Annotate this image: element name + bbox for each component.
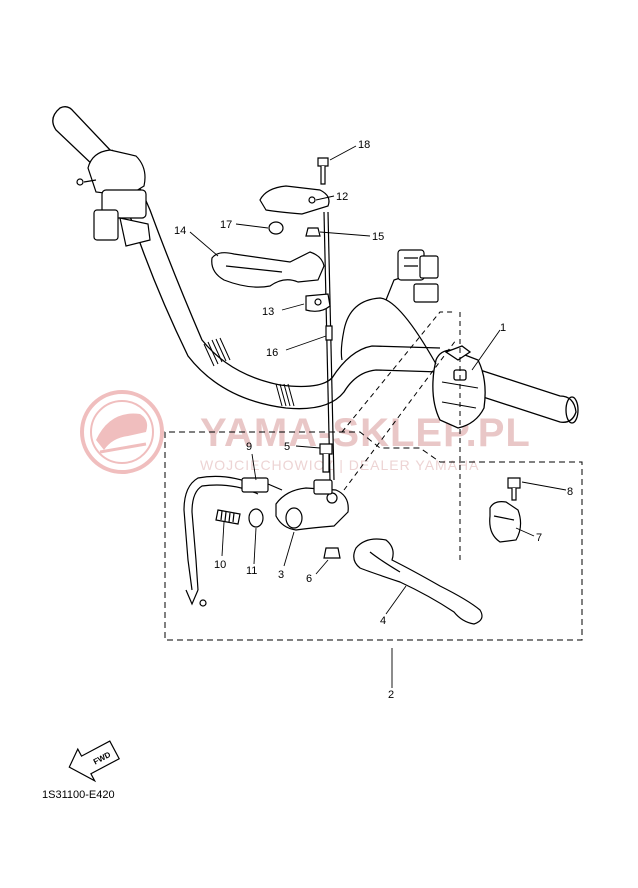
callout-6: 6 <box>306 573 312 585</box>
callout-15: 15 <box>372 231 384 243</box>
callout-5: 5 <box>284 441 290 453</box>
watermark-subtitle: WOJCIECHOWICZ | DEALER YAMAHA <box>200 457 479 473</box>
callout-1: 1 <box>500 322 506 334</box>
callout-3: 3 <box>278 569 284 581</box>
callout-17: 17 <box>220 219 232 231</box>
left-master-cylinder <box>76 149 151 247</box>
callout-9: 9 <box>246 441 252 453</box>
right-switch-assembly <box>432 345 486 429</box>
callout-11: 11 <box>246 565 257 577</box>
callout-8: 8 <box>567 486 573 498</box>
callout-16: 16 <box>266 347 278 359</box>
wiring-harness <box>340 249 439 365</box>
callout-18: 18 <box>358 139 370 151</box>
callout-leaders <box>189 145 567 688</box>
callout-14: 14 <box>174 225 186 237</box>
callout-10: 10 <box>214 559 226 571</box>
clutch-cable <box>183 475 283 607</box>
callout-13: 13 <box>262 306 274 318</box>
watermark: YAMA-SKLEP.PL WOJCIECHOWICZ | DEALER YAM… <box>80 390 530 474</box>
fwd-arrow-icon: FWD <box>68 740 120 783</box>
callout-numbers: 1 2 3 4 5 6 7 8 9 10 11 12 13 14 15 16 1… <box>174 139 573 701</box>
callout-4: 4 <box>380 615 386 627</box>
drawing-code: 1S31100-E420 <box>42 789 115 801</box>
switch-clamp <box>489 477 522 543</box>
clutch-lever-holder <box>275 443 483 625</box>
callout-12: 12 <box>336 191 348 203</box>
callout-2: 2 <box>388 689 394 701</box>
watermark-logo-icon <box>80 390 164 474</box>
fwd-arrow: FWD <box>68 740 120 783</box>
assembly-box <box>164 431 583 641</box>
upper-lever-assembly <box>211 157 335 481</box>
callout-7: 7 <box>536 532 542 544</box>
leader-dashes <box>341 311 461 560</box>
